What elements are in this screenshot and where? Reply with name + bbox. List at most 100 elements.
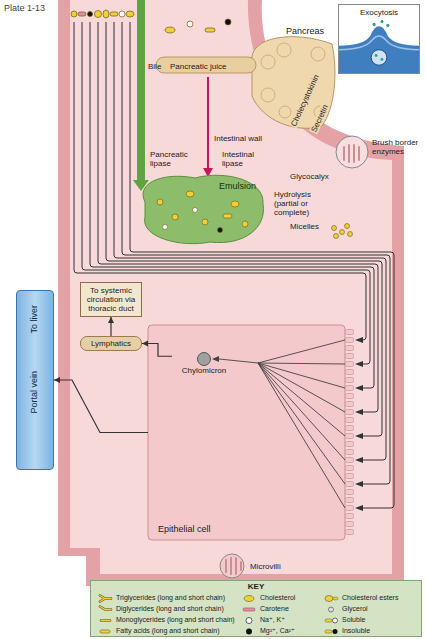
legend-text: Insoluble (342, 627, 370, 635)
ellipse-shape (165, 27, 175, 33)
line-shape (230, 558, 232, 574)
legend-row: Soluble (323, 615, 365, 625)
legend-symbol (241, 605, 257, 614)
ellipse-shape (186, 191, 194, 197)
intestinal-wall (58, 0, 404, 586)
line-shape (358, 147, 360, 160)
legend-symbol (323, 594, 339, 603)
path-shape (100, 595, 111, 601)
legend-row: Cholesterol (241, 593, 295, 603)
legend-row: Monoglycerides (long and short chain) (97, 615, 235, 625)
chylomicron-circle (197, 352, 211, 366)
line-shape (258, 363, 345, 436)
legend-row: Insoluble (323, 626, 370, 636)
legend-row: Fatty acids (long and short chain) (97, 626, 220, 636)
ellipse-shape (71, 11, 77, 17)
microvilli (345, 328, 354, 536)
polygon-shape (355, 361, 363, 367)
label-text: Pancreatic juice (170, 62, 226, 71)
absorption-arrowheads (355, 337, 363, 511)
circle-shape (202, 219, 208, 225)
key-heading: KEY (91, 582, 421, 591)
circle-shape (386, 24, 389, 27)
legend-text: Soluble (342, 616, 365, 624)
ellipse-shape (231, 201, 239, 207)
line-shape (235, 558, 237, 574)
legend-symbol (97, 627, 113, 636)
brush-border-fingers (344, 145, 359, 162)
circle-shape (246, 617, 252, 623)
legend-row: Carotene (241, 604, 289, 614)
line-shape (258, 363, 345, 508)
circle-shape (332, 226, 337, 231)
line-shape (258, 363, 345, 364)
circle-shape (375, 54, 378, 57)
line-shape (353, 145, 355, 162)
polygon-shape (355, 481, 363, 487)
label-text: Intestinal wall (214, 134, 262, 143)
legend-text: Triglycerides (long and short chain) (116, 594, 225, 602)
legend-row: Diglycerides (long and short chain) (97, 604, 224, 614)
ellipse-shape (244, 595, 254, 601)
label-text: Intestinal lipase (222, 150, 268, 168)
lymphatics-vessel: Lymphatics (80, 336, 142, 351)
pancreatic-duct (156, 57, 256, 73)
legend-symbol (241, 616, 257, 625)
connector (54, 380, 148, 433)
circle-shape (380, 58, 383, 61)
legend-symbol (97, 594, 113, 603)
circle-shape (333, 618, 338, 623)
microvilli-detail (226, 558, 241, 574)
circle-shape (95, 11, 102, 18)
legend-text: Carotene (260, 605, 289, 613)
circle-shape (157, 199, 163, 205)
line-shape (258, 363, 345, 460)
circle-shape (163, 225, 168, 230)
circle-shape (88, 12, 93, 17)
key-panel: KEY Triglycerides (long and short chain) D… (90, 580, 422, 637)
line-shape (219, 359, 258, 363)
circle-shape (348, 232, 353, 237)
legend-symbol (241, 594, 257, 603)
circle-shape (187, 21, 193, 27)
epithelial-cell: Epithelial cellChylomicron (148, 325, 345, 540)
rect-shape (78, 12, 86, 16)
circle-shape (225, 19, 231, 25)
circle-shape (218, 228, 223, 233)
node-text: Epithelial cell (158, 524, 211, 534)
label-text: Micelles (290, 222, 319, 231)
circle-shape (261, 88, 275, 102)
legend-text: Cholesterol esters (342, 594, 398, 602)
rect-shape (325, 619, 332, 622)
polygon-shape (355, 337, 363, 343)
node-text: Emulsion (219, 181, 256, 191)
path-shape (100, 595, 111, 601)
circle-shape (345, 224, 350, 229)
legend-symbol (323, 627, 339, 636)
brush-border-circle (336, 136, 368, 168)
label-text: Hydrolysis (partial or complete) (274, 190, 332, 217)
circle-shape (373, 23, 376, 26)
path-shape (74, 22, 366, 340)
circle-shape (119, 11, 125, 17)
rect-shape (110, 12, 118, 16)
arrowhead (142, 341, 148, 347)
legend-row: Cholesterol esters (323, 593, 398, 603)
chylomicron-arrowhead (212, 356, 219, 362)
legend-text: Glycerol (342, 605, 368, 613)
line-shape (240, 562, 242, 570)
polygon-shape (355, 505, 363, 511)
legend-row: Triglycerides (long and short chain) (97, 593, 225, 603)
line-shape (258, 363, 345, 388)
ellipse-shape (103, 10, 109, 18)
circle-shape (333, 629, 338, 634)
top-molecules (71, 10, 231, 33)
circle-shape (329, 607, 334, 612)
line-shape (343, 147, 345, 160)
circle-shape (261, 55, 275, 69)
label-text: Microvilli (250, 562, 281, 571)
circle-shape (242, 221, 248, 227)
